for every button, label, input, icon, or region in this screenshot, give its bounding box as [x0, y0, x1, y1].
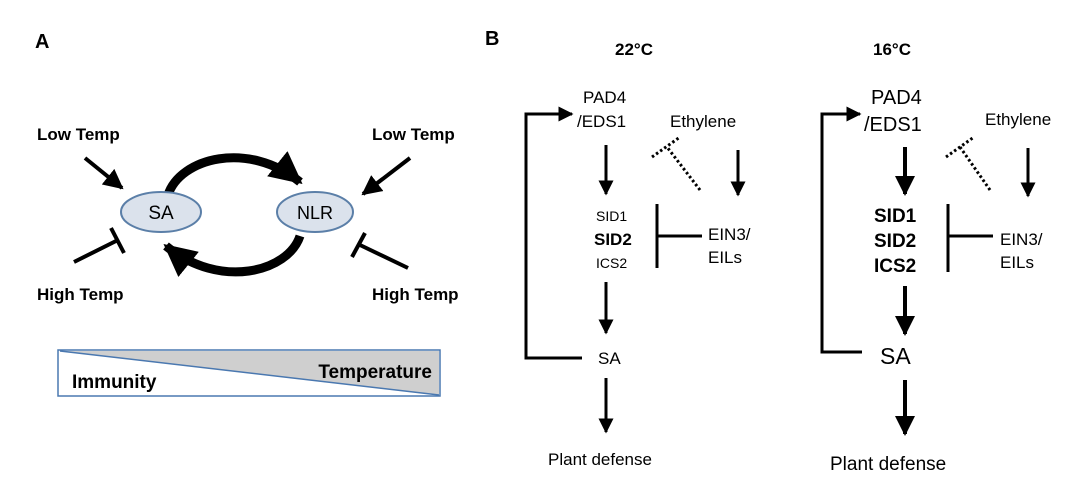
nlr-node-label: NLR [297, 203, 333, 223]
col16-sa: SA [880, 343, 911, 369]
col16-eils: EILs [1000, 253, 1034, 272]
high-temp-left-inhibit [73, 238, 119, 264]
arrow-nlr-to-sa [163, 234, 305, 277]
col22-eils: EILs [708, 248, 742, 267]
sa-node-label: SA [148, 203, 174, 224]
col22-feedback-loop [524, 106, 582, 360]
high-temp-right-inhibit [359, 243, 409, 270]
col22-ics2: ICS2 [596, 255, 627, 271]
col22-title: 22°C [615, 40, 653, 59]
col22-ein3: EIN3/ [708, 225, 751, 244]
low-temp-right-arrow [361, 156, 412, 196]
panel-b-label: B [485, 28, 499, 50]
col16-defense: Plant defense [830, 454, 946, 475]
col22-eds1: /EDS1 [577, 112, 626, 131]
arrow-sa-to-nlr [163, 151, 303, 197]
panel-a-label: A [35, 31, 49, 53]
col22-dotted-inhibit [665, 146, 702, 191]
col22-sid1: SID1 [596, 208, 627, 224]
col22-ethylene: Ethylene [670, 112, 736, 131]
col22-pad4: PAD4 [583, 88, 626, 107]
col16-eds1: /EDS1 [864, 114, 922, 136]
gradient-temperature-label: Temperature [318, 362, 432, 383]
high-temp-left-label: High Temp [37, 285, 124, 304]
col22-sa: SA [598, 349, 621, 368]
col16-dotted-inhibit [958, 146, 992, 191]
nlr-node [276, 191, 354, 233]
col16-title: 16°C [873, 40, 911, 59]
low-temp-left-label: Low Temp [37, 125, 120, 144]
col22-sid2: SID2 [594, 230, 632, 249]
col16-sid2: SID2 [874, 231, 916, 252]
gradient-immunity-label: Immunity [72, 372, 157, 393]
high-temp-right-label: High Temp [372, 285, 459, 304]
col16-ics2: ICS2 [874, 256, 916, 277]
col22-defense: Plant defense [548, 450, 652, 469]
sa-node [120, 191, 202, 233]
col16-ein3: EIN3/ [1000, 230, 1043, 249]
col16-pad4: PAD4 [871, 87, 922, 109]
low-temp-left-arrow [83, 156, 124, 190]
col16-sid1: SID1 [874, 206, 917, 227]
low-temp-right-label: Low Temp [372, 125, 455, 144]
col16-ethylene: Ethylene [985, 110, 1051, 129]
col16-feedback-loop [820, 106, 862, 354]
